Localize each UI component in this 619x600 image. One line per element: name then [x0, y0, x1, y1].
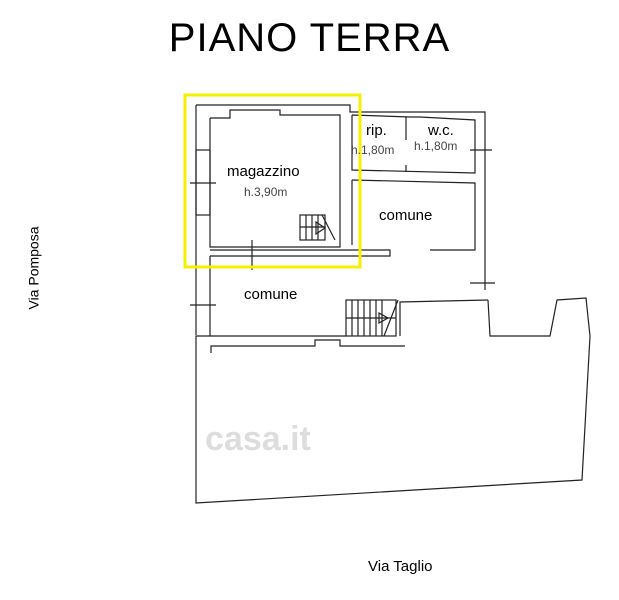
room-label-rip: rip. [366, 122, 387, 139]
street-label-bottom: Via Taglio [368, 558, 433, 575]
room-height-wc: h.1,80m [414, 139, 458, 153]
street-label-left: Via Pomposa [25, 226, 42, 310]
room-height-magazzino: h.3,90m [244, 185, 288, 199]
room-label-magazzino: magazzino [227, 163, 300, 180]
walls [190, 104, 591, 504]
highlight-box [183, 93, 362, 269]
room-label-comune-left: comune [244, 286, 298, 303]
room-label-comune-right: comune [379, 207, 433, 224]
plan-title: PIANO TERRA [168, 16, 451, 60]
room-label-wc: w.c. [428, 122, 454, 139]
room-height-rip: h.1,80m [351, 143, 395, 157]
watermark: casa.it [205, 420, 311, 458]
